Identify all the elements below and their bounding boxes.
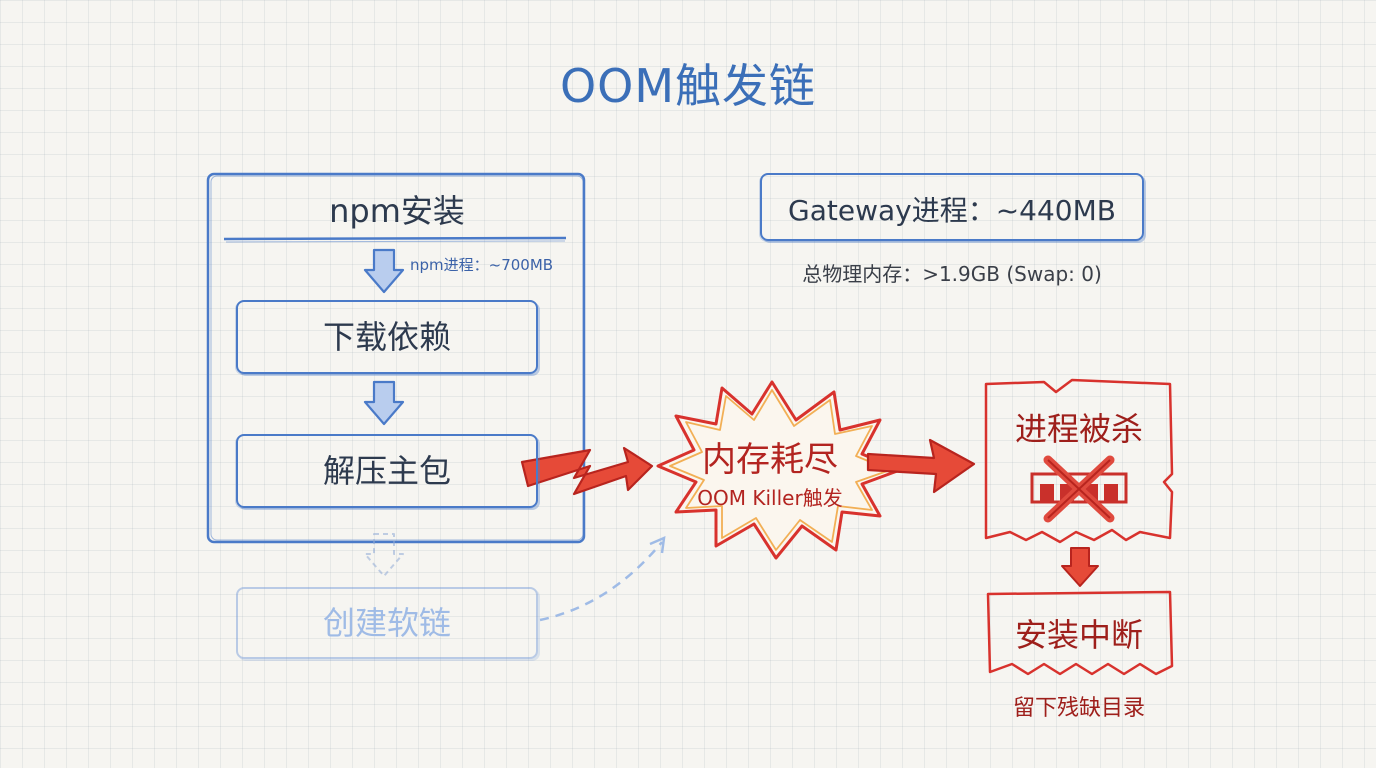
process-killed-label: 进程被杀 xyxy=(1014,410,1143,448)
gateway-process-box xyxy=(760,173,1144,241)
step-download-deps: 下载依赖 xyxy=(236,300,538,374)
faded-down-arrow-icon xyxy=(364,533,404,577)
step-extract-package: 解压主包 xyxy=(236,434,538,508)
npm-title-divider xyxy=(223,236,567,241)
right-arrow-icon xyxy=(866,438,976,494)
npm-install-title: npm安装 xyxy=(329,192,465,230)
leftover-directory-label: 留下残缺目录 xyxy=(1012,696,1145,721)
lightning-arrow-icon xyxy=(520,446,654,496)
step-label: 解压主包 xyxy=(322,452,451,490)
total-memory-label: 总物理内存：>1.9GB (Swap: 0) xyxy=(802,262,1102,286)
down-arrow-icon xyxy=(363,380,405,426)
step-label: 下载依赖 xyxy=(322,318,451,356)
install-aborted-label: 安装中断 xyxy=(1014,616,1143,654)
oom-title: 内存耗尽 xyxy=(702,440,838,480)
process-killed-box xyxy=(984,378,1174,544)
oom-subtitle: OOM Killer触发 xyxy=(697,486,843,510)
step-create-symlinks: 创建软链 xyxy=(236,587,538,659)
down-arrow-icon xyxy=(363,248,405,294)
down-arrow-icon xyxy=(1061,547,1099,587)
step-label: 创建软链 xyxy=(322,604,451,642)
npm-memory-label: npm进程：~700MB xyxy=(410,256,554,274)
explosion-burst-icon xyxy=(656,380,902,560)
memory-chip-crossed-icon xyxy=(1030,455,1128,523)
dashed-link-arrow xyxy=(539,541,663,622)
gateway-process-label: Gateway进程：~440MB xyxy=(788,194,1116,227)
diagram-title: OOM触发链 xyxy=(559,59,817,113)
npm-install-container xyxy=(206,172,586,544)
install-aborted-box xyxy=(986,590,1174,676)
